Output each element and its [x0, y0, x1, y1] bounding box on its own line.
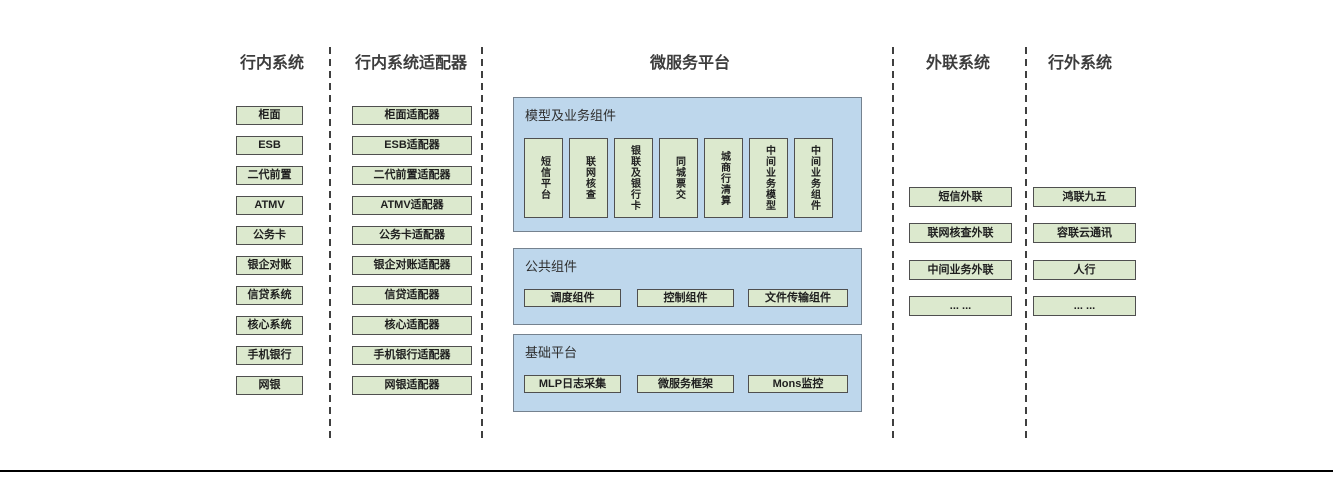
model-component-box: 同城票交	[659, 138, 698, 218]
model-component-box: 银联及银行卡	[614, 138, 653, 218]
panel-title: 公共组件	[525, 259, 578, 274]
common-component-box: 文件传输组件	[748, 289, 848, 307]
internal-system-box: ATMV	[236, 196, 303, 215]
base-platform-panel: 基础平台 MLP日志采集 微服务框架 Mons监控	[513, 334, 862, 412]
common-component-box: 调度组件	[524, 289, 621, 307]
header-internal-systems: 行内系统	[239, 55, 304, 72]
outside-system-box: 容联云通讯	[1033, 223, 1136, 243]
model-component-box: 短信平台	[524, 138, 563, 218]
dashed-divider-2	[481, 47, 483, 443]
header-internal-adapters: 行内系统适配器	[354, 55, 467, 72]
base-component-box: 微服务框架	[637, 375, 734, 393]
outside-system-box: 鸿联九五	[1033, 187, 1136, 207]
panel-title: 模型及业务组件	[525, 108, 617, 123]
model-component-box: 中间业务组件	[794, 138, 833, 218]
base-component-box: Mons监控	[748, 375, 848, 393]
internal-system-box: 核心系统	[236, 316, 303, 335]
external-link-box: 短信外联	[909, 187, 1012, 207]
external-link-box: 中间业务外联	[909, 260, 1012, 280]
internal-system-box: 柜面	[236, 106, 303, 125]
adapter-box: ATMV适配器	[352, 196, 472, 215]
internal-system-box: 手机银行	[236, 346, 303, 365]
common-component-box: 控制组件	[637, 289, 734, 307]
common-components-panel: 公共组件 调度组件 控制组件 文件传输组件	[513, 248, 862, 325]
outside-system-box: ... ...	[1033, 296, 1136, 316]
base-component-box: MLP日志采集	[524, 375, 621, 393]
external-link-box: ... ...	[909, 296, 1012, 316]
adapter-box: 公务卡适配器	[352, 226, 472, 245]
adapter-box: 银企对账适配器	[352, 256, 472, 275]
header-external-link-systems: 外联系统	[925, 55, 990, 72]
internal-system-box: ESB	[236, 136, 303, 155]
adapter-box: 二代前置适配器	[352, 166, 472, 185]
adapter-box: 手机银行适配器	[352, 346, 472, 365]
model-business-panel: 模型及业务组件 短信平台 联网核查 银联及银行卡 同城票交 城商行清算 中间业务…	[513, 97, 862, 232]
external-link-box: 联网核查外联	[909, 223, 1012, 243]
dashed-divider-1	[329, 47, 331, 443]
header-microservice-platform: 微服务平台	[649, 55, 730, 72]
internal-system-box: 公务卡	[236, 226, 303, 245]
header-outside-systems: 行外系统	[1047, 55, 1112, 72]
adapter-box: 网银适配器	[352, 376, 472, 395]
internal-system-box: 二代前置	[236, 166, 303, 185]
internal-system-box: 银企对账	[236, 256, 303, 275]
bottom-rule	[0, 470, 1333, 472]
model-component-box: 联网核查	[569, 138, 608, 218]
model-component-box: 中间业务模型	[749, 138, 788, 218]
adapter-box: 核心适配器	[352, 316, 472, 335]
internal-system-box: 网银	[236, 376, 303, 395]
dashed-divider-4	[1025, 47, 1027, 443]
dashed-divider-3	[892, 47, 894, 443]
adapter-box: 信贷适配器	[352, 286, 472, 305]
model-component-box: 城商行清算	[704, 138, 743, 218]
internal-system-box: 信贷系统	[236, 286, 303, 305]
panel-title: 基础平台	[525, 345, 578, 360]
adapter-box: ESB适配器	[352, 136, 472, 155]
adapter-box: 柜面适配器	[352, 106, 472, 125]
outside-system-box: 人行	[1033, 260, 1136, 280]
